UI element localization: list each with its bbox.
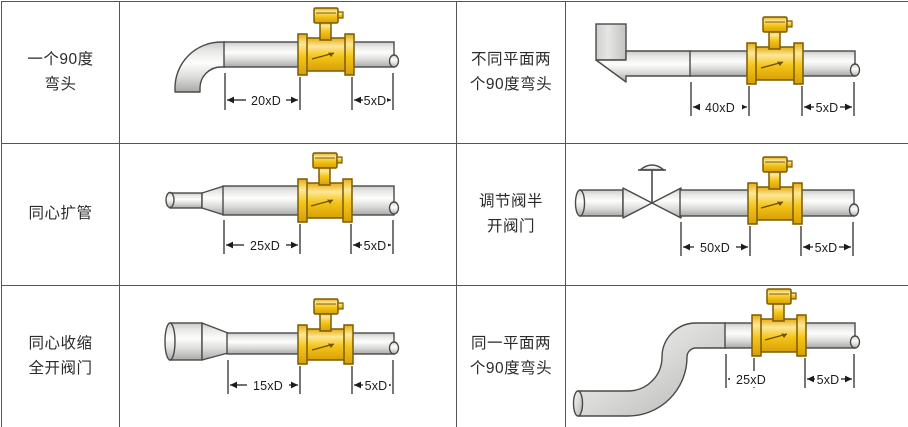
flow-meter-icon (746, 16, 804, 85)
row-3-right-diagram: 25xD 5xD (565, 285, 908, 427)
row-3-right-label: 同一平面两 个90度弯头 (456, 285, 566, 427)
row-3-left-label: 同心收缩 全开阀门 (1, 285, 120, 427)
downstream-dimension-label: 5xD (364, 239, 387, 253)
pipe-end-cap (388, 201, 400, 215)
small-pipe-inlet (169, 192, 203, 209)
pipe-end-cap (849, 335, 861, 349)
label-line: 全开阀门 (28, 359, 93, 377)
label-line: 同心扩管 (28, 205, 93, 223)
table-row: 同心扩管 (1, 143, 908, 286)
row-2-right-diagram: 50xD 5xD (565, 143, 908, 286)
label-line: 弯头 (44, 75, 77, 93)
label-line: 同一平面两 (470, 335, 551, 353)
concentric-expander-icon (201, 185, 225, 216)
concentric-reducer-icon (201, 322, 229, 361)
dimension-group (224, 73, 394, 110)
pipe-end-cap (388, 54, 400, 68)
downstream-dimension-label: 5xD (816, 101, 839, 115)
pipe-end-cap (165, 191, 175, 209)
flow-meter-icon (747, 156, 803, 225)
table-row: 同心收缩 全开阀门 (1, 285, 908, 427)
dimension-group (725, 354, 855, 388)
elbow-icon (595, 23, 627, 61)
row-2-left-diagram: 25xD 5xD (119, 143, 457, 286)
downstream-dimension-label: 5xD (817, 373, 840, 387)
pipe-run (579, 189, 624, 217)
label-line: 同心收缩 (28, 335, 93, 353)
downstream-dimension-label: 5xD (364, 94, 387, 108)
flow-meter-icon (297, 152, 353, 223)
label-line: 个90度弯头 (469, 75, 553, 93)
elbow-icon (174, 41, 226, 93)
pipe-end-cap (164, 322, 176, 361)
flow-meter-icon (297, 7, 355, 76)
upstream-dimension-label: 40xD (705, 101, 735, 115)
downstream-dimension-label: 5xD (365, 379, 388, 393)
pipe-end-cap (572, 390, 584, 417)
label-line: 开阀门 (486, 217, 535, 235)
diagram-control-valve-half-open: 50xD 5xD (574, 156, 860, 256)
row-1-left-diagram: 20xD 5xD (119, 1, 457, 144)
flow-meter-icon (297, 298, 354, 365)
table-row: 一个90度 弯头 (1, 1, 908, 144)
diagram-single-90-elbow: 20xD 5xD (174, 7, 400, 110)
flow-meter-icon (751, 288, 807, 357)
diagram-concentric-expander: 25xD 5xD (165, 152, 400, 254)
row-1-right-diagram: 40xD 5xD (565, 1, 908, 144)
upstream-dimension-label: 15xD (253, 379, 283, 393)
diagram-two-90-elbows-different-planes: 40xD 5xD (595, 16, 861, 116)
label-line: 个90度弯头 (469, 359, 553, 377)
upstream-dimension-label: 50xD (700, 241, 730, 255)
valve-icon (622, 164, 682, 219)
upstream-dimension-label: 25xD (736, 373, 766, 387)
pipe-end-cap (388, 341, 400, 355)
row-1-left-label: 一个90度 弯头 (1, 1, 120, 144)
upstream-dimension-label: 25xD (250, 239, 280, 253)
row-2-left-label: 同心扩管 (1, 143, 120, 286)
s-bend-icon (577, 322, 727, 417)
pipe-end-cap (849, 63, 861, 77)
row-2-right-label: 调节阀半 开阀门 (456, 143, 566, 286)
pipe-end-cap (848, 203, 860, 217)
label-line: 不同平面两 (470, 51, 551, 69)
pipe-end-cap (574, 189, 586, 217)
upstream-dimension-label: 20xD (251, 94, 281, 108)
label-line: 调节阀半 (478, 193, 543, 211)
row-1-right-label: 不同平面两 个90度弯头 (456, 1, 566, 144)
downstream-dimension-label: 5xD (815, 241, 838, 255)
label-line: 一个90度 (27, 51, 94, 69)
diagram-concentric-reducer-full-open-valve: 15xD 5xD (164, 298, 400, 394)
row-3-left-diagram: 15xD 5xD (119, 285, 457, 427)
diagram-two-90-elbows-same-plane: 25xD 5xD (572, 288, 861, 417)
